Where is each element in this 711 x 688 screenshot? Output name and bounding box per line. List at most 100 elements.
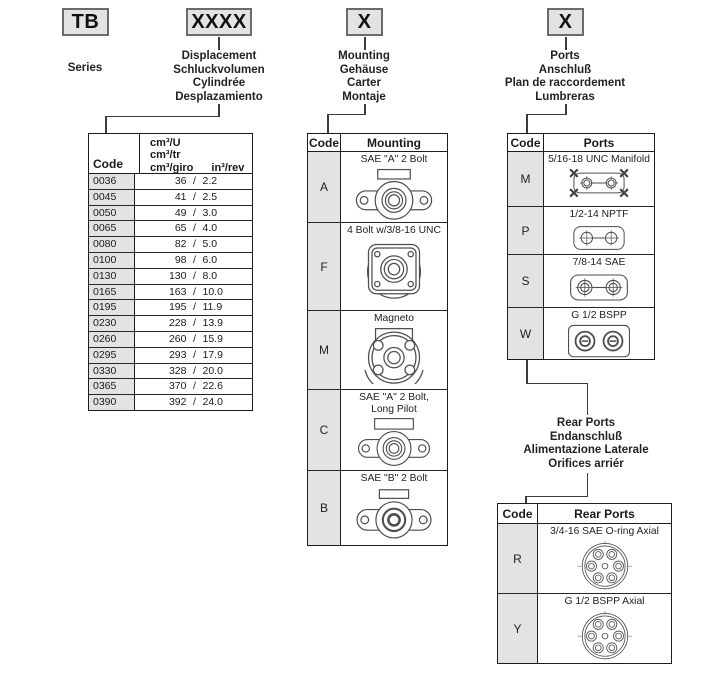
mounting-option-label: SAE "A" 2 Bolt [360,154,428,165]
ports-code-text: X [558,10,573,33]
table-row: M Magneto [308,311,447,390]
rear-ports-label-fr: Orifices arriér [548,457,624,470]
metric-value: 328 [168,364,187,377]
mounting-table: Code Mounting A SAE "A" 2 Bolt F 4 Bolt … [307,133,448,546]
mounting-option-label: Magneto [373,313,415,324]
rear-ports-label-it: Alimentazione Laterale [523,444,649,456]
connector-line [327,113,329,133]
4-bolt-flange-icon [366,243,422,299]
mounting-option-label-line2: Long Pilot [371,403,417,415]
connector-line [526,382,588,384]
ports-name-header: Ports [583,135,615,150]
mounting-name-header: Mounting [367,135,421,150]
sae-a-long-pilot-flange-icon [357,417,431,466]
table-row: A SAE "A" 2 Bolt [308,152,447,223]
mounting-code-box: X [346,8,383,36]
nptf-port-icon [573,225,625,250]
mounting-code: F [308,223,341,310]
connector-line [218,37,220,50]
port-code: P [508,207,544,254]
mounting-labels: Mounting Gehäuse Carter Montaje [314,50,414,104]
displacement-label-en: Displacement [181,50,257,62]
value-separator: / [193,206,196,219]
connector-line [364,37,366,50]
metric-value: 260 [168,332,187,345]
ports-label-fr: Plan de raccordement [504,77,626,89]
metric-value: 163 [168,285,187,298]
ports-label-en: Ports [550,50,580,62]
connector-line [526,113,567,115]
mounting-option-label: SAE "B" 2 Bolt [360,473,428,484]
connector-line [526,113,528,133]
rear-ports-label-de: Endanschluß [549,430,623,443]
connector-line [525,495,527,504]
displacement-labels: Displacement Schluckvolumen Cylindrée De… [144,50,294,104]
connector-line [105,115,107,133]
unit-line-2: cm³/tr [150,149,181,162]
rear-port-code: R [498,524,538,593]
rear-ports-table-header: Code Rear Ports [498,504,671,524]
imperial-value: 20.0 [202,364,223,377]
port-code: S [508,255,544,307]
value-separator: / [193,348,196,361]
table-row: W G 1/2 BSPP [508,308,654,359]
metric-value: 392 [168,396,187,409]
ports-table: Code Ports M 5/16-18 UNC Manifold P 1/2-… [507,133,655,360]
metric-value: 130 [168,269,187,282]
value-separator: / [193,238,196,251]
value-separator: / [193,253,196,266]
mounting-option-label: SAE "A" 2 Bolt, [359,392,429,403]
imperial-value: 10.0 [202,285,223,298]
unit-line-1: cm³/U [150,137,181,149]
mounting-label-en: Mounting [338,50,390,62]
value-separator: / [193,380,196,393]
connector-line [586,473,588,497]
table-row: 0330 328 / 20.0 [89,363,252,380]
metric-value: 65 [174,222,187,235]
imperial-value: 15.9 [202,332,223,345]
imperial-value: 5.0 [202,238,218,251]
mounting-code-header: Code [309,134,341,151]
value-separator: / [193,175,196,187]
imperial-value: 6.0 [202,253,218,266]
port-option-label: 1/2-14 NPTF [569,209,629,220]
displacement-code: 0045 [89,189,135,205]
displacement-code: 0065 [89,221,135,237]
value-separator: / [193,364,196,377]
displacement-label-de: Schluckvolumen [173,63,265,76]
sae-oring-axial-port-icon [576,540,633,592]
imperial-value: 3.0 [202,206,218,219]
displacement-units-header: cm³/U cm³/tr cm³/giro in³/rev [140,134,252,174]
port-option-label: G 1/2 BSPP [571,310,627,321]
imperial-value: 2.2 [202,175,218,187]
displacement-code: 0365 [89,379,135,395]
rear-ports-table: Code Rear Ports R 3/4-16 SAE O-ring Axia… [497,503,672,664]
imperial-value: 13.9 [202,317,223,330]
table-row: R 3/4-16 SAE O-ring Axial [498,524,671,594]
imperial-value: 24.0 [202,396,223,409]
ports-code-box: X [547,8,584,36]
series-code-text: TB [71,10,100,33]
connector-line [525,495,588,497]
displacement-code: 0390 [89,395,135,410]
connector-line [586,382,588,415]
displacement-code: 0260 [89,331,135,347]
port-code: M [508,152,544,206]
displacement-code: 0330 [89,363,135,379]
rear-ports-label-en: Rear Ports [556,417,616,429]
value-separator: / [193,332,196,345]
value-separator: / [193,396,196,409]
magneto-flange-icon [364,327,424,384]
displacement-label-fr: Cylindrée [192,77,246,89]
metric-value: 41 [174,190,187,203]
table-row: 0260 260 / 15.9 [89,331,252,348]
metric-value: 49 [174,206,187,219]
connector-line [105,115,220,117]
displacement-code: 0230 [89,316,135,331]
table-row: M 5/16-18 UNC Manifold [508,152,654,207]
value-separator: / [193,301,196,314]
